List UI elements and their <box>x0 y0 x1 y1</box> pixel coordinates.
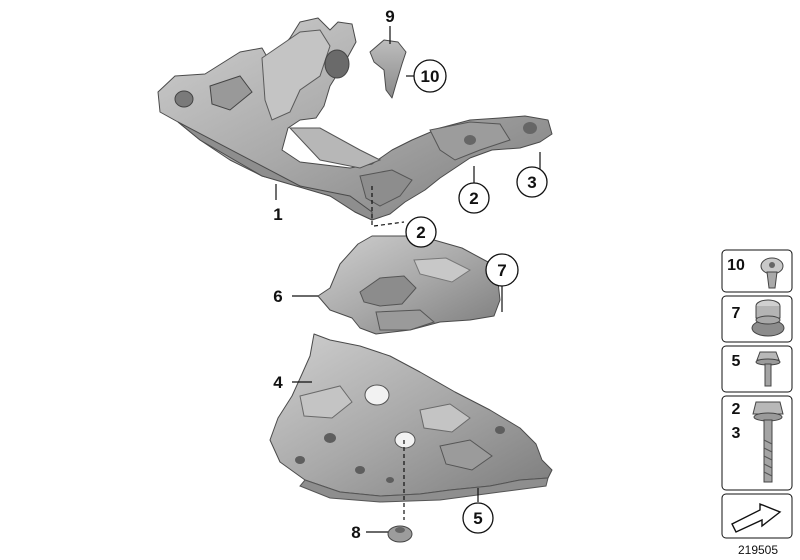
callout-label: 2 <box>416 223 425 242</box>
shield-drawing <box>317 235 501 335</box>
assembly-arrow-icon <box>731 502 782 533</box>
callout-8: 8 <box>351 523 360 542</box>
callout-9: 9 <box>385 7 394 26</box>
callout-label: 2 <box>469 189 478 208</box>
legend-label: 10 <box>727 257 745 274</box>
rubber-grommet-icon <box>751 299 785 337</box>
callout-4: 4 <box>273 373 283 392</box>
legend-cell-rivet: 10 <box>721 249 793 293</box>
callout-label: 4 <box>273 373 283 392</box>
callout-3: 3 <box>516 166 548 198</box>
callout-label: 8 <box>351 523 360 542</box>
callout-2-top: 2 <box>458 182 490 214</box>
legend-cell-grommet: 7 <box>721 295 793 343</box>
bracket-drawing <box>369 39 407 99</box>
leader-lines <box>275 26 541 533</box>
long-hex-bolt-icon <box>752 401 784 483</box>
underbody-panel-drawing <box>269 333 553 503</box>
subframe-drawing <box>157 17 553 221</box>
legend-label: 5 <box>732 353 741 370</box>
legend-label: 2 <box>732 401 741 418</box>
callout-1: 1 <box>273 205 282 224</box>
callout-7: 7 <box>485 253 519 287</box>
legend-cell-bolt: 2 3 <box>721 395 793 491</box>
callout-label: 10 <box>421 67 440 86</box>
callout-2-bottom: 2 <box>405 216 437 248</box>
legend-cell-arrow <box>721 493 793 539</box>
callout-5: 5 <box>462 502 494 534</box>
callout-6: 6 <box>273 287 282 306</box>
panel-clip-drawing <box>387 525 413 543</box>
callout-label: 5 <box>473 509 482 528</box>
callout-label: 9 <box>385 7 394 26</box>
callout-10: 10 <box>413 59 447 93</box>
legend-label: 7 <box>732 305 741 322</box>
callout-label: 3 <box>527 173 536 192</box>
hex-flange-screw-icon <box>755 351 781 387</box>
callout-label: 7 <box>497 261 506 280</box>
hardware-legend: 10 7 5 <box>721 249 793 557</box>
drawing-number: 219505 <box>738 543 778 557</box>
callout-label: 6 <box>273 287 282 306</box>
legend-cell-screw: 5 <box>721 345 793 393</box>
expanding-rivet-icon <box>760 257 784 289</box>
legend-label: 3 <box>732 425 741 442</box>
callout-label: 1 <box>273 205 282 224</box>
